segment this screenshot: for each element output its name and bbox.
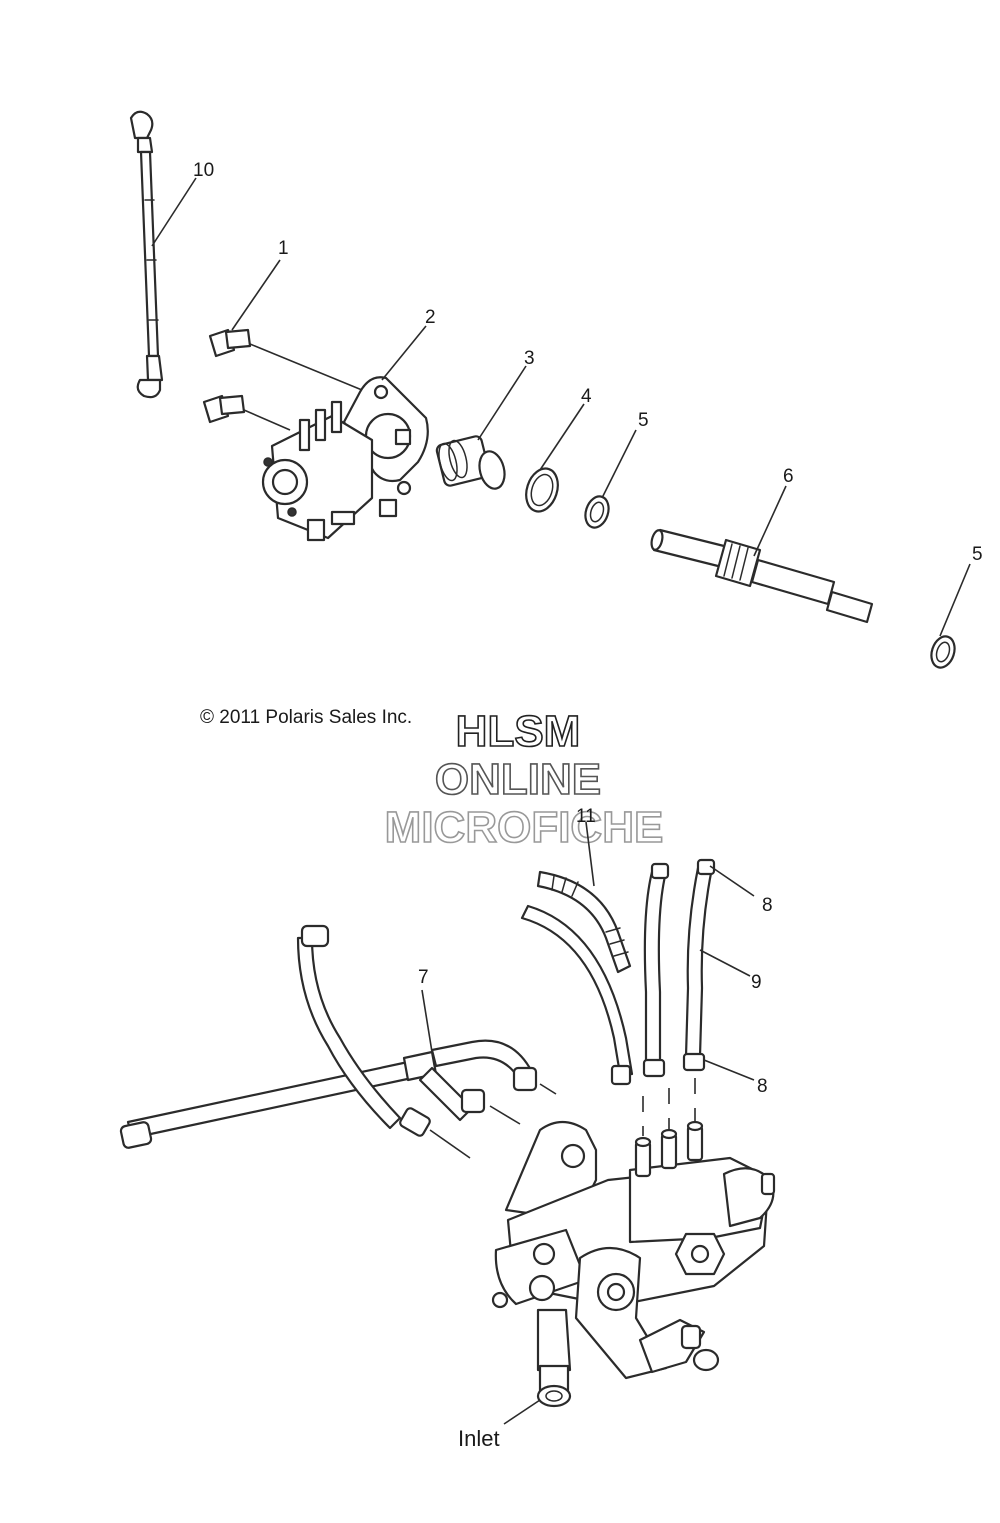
copyright-notice: © 2011 Polaris Sales Inc. — [200, 707, 412, 728]
callout-11: 11 — [576, 806, 596, 827]
callout-8-lower: 8 — [757, 1076, 768, 1097]
callout-5-lower: 5 — [972, 544, 983, 565]
hose-middle — [642, 862, 670, 1078]
hose-left — [520, 904, 634, 1086]
part-4-o-ring — [525, 467, 559, 513]
part-8-clamp-lower — [682, 1052, 706, 1072]
callout-4: 4 — [581, 386, 592, 407]
part-7-hose-tee — [119, 924, 557, 1159]
part-1-bolt-upper — [208, 328, 363, 391]
watermark-line-3: MICROFICHE — [385, 803, 664, 852]
callout-6: 6 — [783, 466, 794, 487]
callout-8-upper: 8 — [762, 895, 773, 916]
inlet-label: Inlet — [458, 1426, 500, 1451]
watermark-line-2: ONLINE — [435, 755, 601, 804]
callout-3: 3 — [524, 348, 535, 369]
callout-5-upper: 5 — [638, 410, 649, 431]
part-9-hose — [682, 858, 716, 1072]
alignment-lines — [642, 1078, 696, 1136]
callouts-upper: 10 1 2 3 4 5 6 5 — [193, 160, 983, 565]
callout-9: 9 — [751, 972, 762, 993]
callout-1: 1 — [278, 238, 289, 259]
part-2-oil-pump — [261, 376, 429, 542]
callouts-lower: 11 7 8 9 8 — [418, 806, 773, 1097]
callout-7: 7 — [418, 967, 429, 988]
part-6-drive-shaft — [650, 528, 874, 624]
part-1-bolt-lower — [202, 394, 291, 431]
callout-10: 10 — [193, 160, 214, 181]
leader-lines-upper — [151, 177, 971, 637]
part-11-hose-with-guard — [536, 870, 632, 974]
leader-lines-lower — [421, 821, 755, 1425]
oil-pump-detail — [491, 1120, 776, 1408]
part-3-bushing — [435, 435, 506, 490]
part-8-clamp-upper — [696, 858, 716, 876]
watermark: HLSM ONLINE MICROFICHE — [384, 706, 664, 853]
part-10-cable-rod — [129, 110, 164, 399]
callout-2: 2 — [425, 307, 436, 328]
part-5-washer-lower — [930, 635, 956, 669]
part-5-washer-upper — [584, 495, 610, 529]
watermark-line-1: HLSM — [456, 707, 581, 756]
